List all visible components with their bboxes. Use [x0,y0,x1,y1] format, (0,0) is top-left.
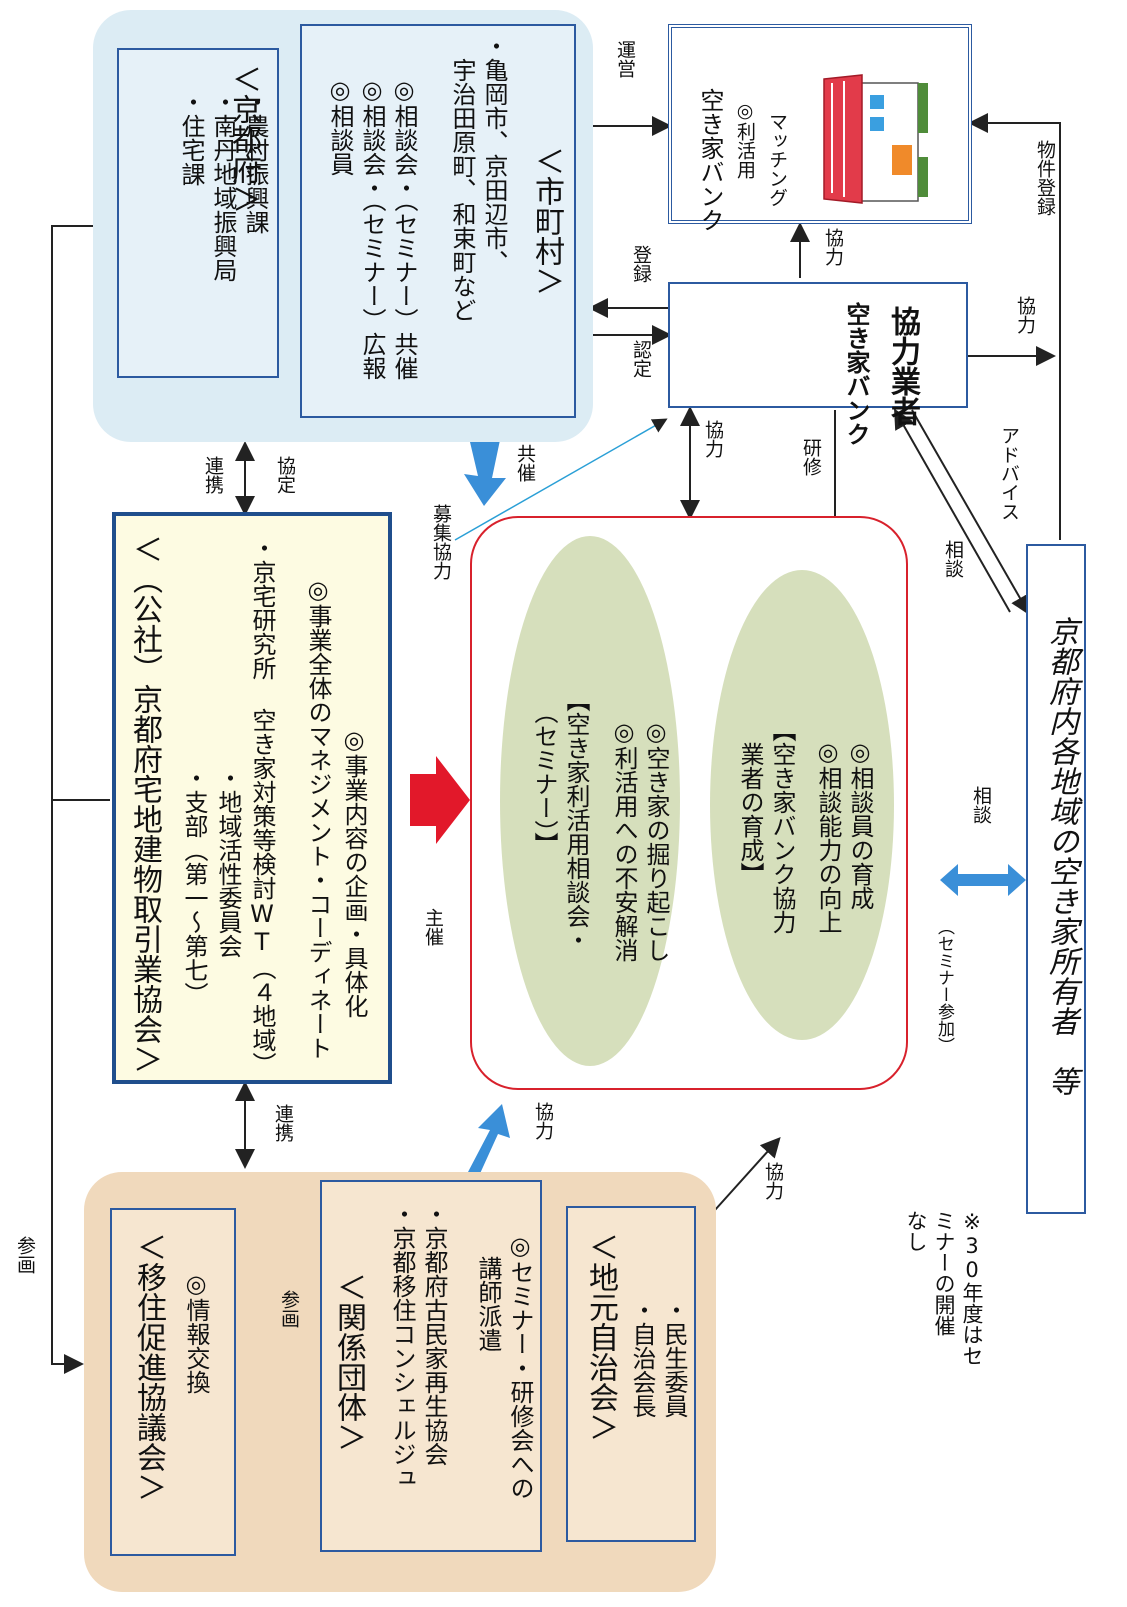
label-soudan: 相談 [970,786,992,824]
label-nintei: 認定 [630,340,652,378]
soudan-arrow [940,864,1026,896]
label-kyoryoku: 協力 [1014,296,1036,334]
label-shusai: 主催 [422,908,444,946]
municipalities-cities: ・亀岡市、京田辺市、 宇治田原町、和束町など [448,34,508,322]
local-title: ＜地元自治会＞ [583,1232,618,1442]
label-kyoryoku: 協力 [762,1162,784,1200]
label-kyoryoku: 協力 [532,1102,554,1140]
seminar-title: 【空き家利活用相談会・ （セミナー）】 [530,688,590,952]
seminar-ellipse [500,536,680,1066]
related-item: ・京都移住コンシェルジュ [388,1202,416,1490]
municipalities-item: ◎相談会・（セミナー）広報 [358,76,386,380]
kyoto-pref-item: ・南丹地域振興局 [209,90,237,282]
akiya-bank-box: 空き家バンク ◎利活用 マッチング [668,24,972,232]
label-kyosai: 共催 [514,444,536,482]
partner-box: 空き家バンク 協力業者 [668,282,968,446]
municipalities-item: ◎相談員 [326,76,354,176]
seminar-item: ◎利活用への不安解消 [610,718,638,962]
label-sankaku: 参画 [278,1290,300,1328]
association-role: ◎事業内容の企画・具体化 [340,726,368,1018]
association-item: ・京宅研究所 空き家対策等検討WT（４地域） [248,536,276,1076]
label-advice: アドバイス [998,426,1020,521]
kyosai-arrow [464,440,506,506]
related-dispatch: ◎セミナー・研修会への 講師派遣 [474,1232,534,1500]
owners-box: 京都府内各地域の空き家所有者 等 [1026,544,1086,1214]
event-box: 【空き家利活用相談会・ （セミナー）】 ◎利活用への不安解消 ◎空き家の掘り起こ… [470,516,908,1090]
house-icon [823,74,928,204]
related-box: ＜関係団体＞ ・京都移住コンシェルジュ ・京都府古民家再生協会 ◎セミナー・研修… [320,1180,542,1552]
label-kyoryoku: 協力 [822,228,844,266]
kyoto-pref-item: ・住宅課 [177,90,205,186]
association-box: ＜（公社）京都府宅地建物取引業協会＞ ・支部（第一～第七） ・地域活性委員会 ・… [112,512,392,1084]
label-toroku: 登録 [630,245,652,283]
association-role: ◎事業全体のマネジメント・コーディネート [304,576,332,1060]
akiya-bank-item: マッチング [766,112,788,207]
label-kenshu: 研修 [800,438,822,476]
label-renkei: 連携 [202,456,224,494]
label-bukken: 物件登録 [1034,140,1056,216]
training-item: ◎相談能力の向上 [814,738,842,934]
association-title: ＜（公社）京都府宅地建物取引業協会＞ [127,534,162,1074]
label-kyoryoku: 協力 [702,420,724,458]
local-box: ＜地元自治会＞ ・自治会長 ・民生委員 [566,1206,696,1542]
akiya-bank-title: 空き家バンク [696,88,724,232]
related-title: ＜関係団体＞ [331,1272,366,1452]
partner-line2: 協力業者 [885,306,920,426]
kyoto-pref-title: ＜京都府＞ [226,64,261,214]
kyoto-pref-item: ・農村振興課 [241,90,269,234]
label-boshu: 募集協力 [430,504,452,580]
label-kyotei: 協定 [274,456,296,494]
label-renkei: 連携 [272,1104,294,1142]
association-item: ・支部（第一～第七） [180,766,208,1006]
partner-line1: 空き家バンク [842,302,870,446]
training-title: 【空き家バンク協力 業者の育成】 [736,718,796,934]
migration-item: ◎情報交換 [182,1270,210,1394]
seminar-item: ◎空き家の掘り起こし [642,718,670,962]
municipalities-box: ＜市町村＞ ・亀岡市、京田辺市、 宇治田原町、和束町など ◎相談会・（セミナー）… [300,24,576,418]
local-item: ・民生委員 [660,1298,688,1418]
sankaku-line [51,225,95,1374]
shusai-arrow [410,756,470,844]
training-ellipse [710,570,894,1040]
migration-title: ＜移住促進協議会＞ [131,1232,166,1502]
municipalities-title: ＜市町村＞ [529,146,564,296]
association-item: ・地域活性委員会 [214,766,242,958]
owners-title: 京都府内各地域の空き家所有者 等 [1043,616,1078,1096]
municipalities-item: ◎相談会・（セミナー）共催 [390,76,418,380]
local-item: ・自治会長 [628,1298,656,1418]
label-sankaku: 参画 [14,1236,36,1274]
kyoto-pref-box: ＜京都府＞ ・住宅課 ・南丹地域振興局 ・農村振興課 [117,48,279,378]
training-item: ◎相談員の育成 [846,738,874,910]
migration-box: ＜移住促進協議会＞ ◎情報交換 [110,1208,236,1556]
akiya-bank-item: ◎利活用 [734,100,756,179]
kyoryoku-arrow [468,1104,510,1178]
label-soudan: 相談 [942,540,964,578]
label-unei: 運営 [614,40,636,78]
related-item: ・京都府古民家再生協会 [420,1202,448,1466]
note-text: ※30年度はセ ミナーの開催 なし [904,1210,984,1366]
label-seminar-join: （セミナー参加） [934,918,954,1054]
